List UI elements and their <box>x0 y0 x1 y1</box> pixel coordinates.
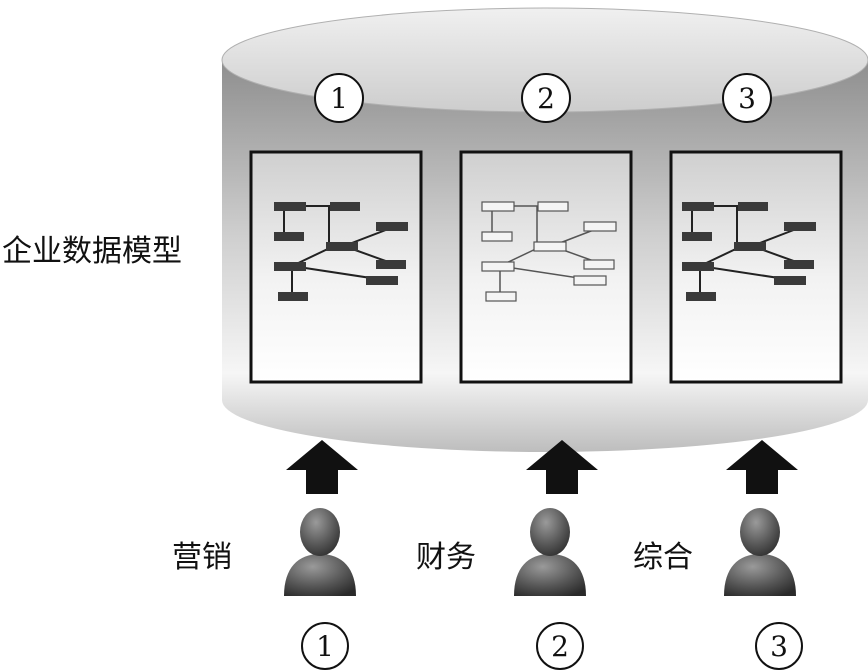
model-panel-3 <box>669 150 843 384</box>
svg-text:3: 3 <box>738 82 756 115</box>
model-panel-1 <box>249 150 423 384</box>
svg-text:1: 1 <box>330 82 348 115</box>
up-arrow-icon <box>286 440 358 494</box>
model-number-1: 1 <box>314 73 364 123</box>
department-number-1: 1 <box>301 622 349 670</box>
department-label-marketing: 营销 <box>172 540 232 575</box>
person-icon <box>284 508 356 596</box>
model-panel-2 <box>459 150 633 384</box>
department-label-general: 综合 <box>633 540 693 575</box>
enterprise-data-model-label: 企业数据模型 <box>2 234 182 269</box>
model-number-3: 3 <box>722 73 772 123</box>
person-icon <box>514 508 586 596</box>
svg-text:2: 2 <box>537 82 555 115</box>
model-number-2: 2 <box>521 73 571 123</box>
up-arrow-icon <box>726 440 798 494</box>
department-number-3: 3 <box>755 622 803 670</box>
department-label-finance: 财务 <box>416 540 476 575</box>
svg-text:1: 1 <box>316 630 334 663</box>
svg-text:2: 2 <box>551 630 569 663</box>
person-icon <box>724 508 796 596</box>
department-number-2: 2 <box>536 622 584 670</box>
svg-text:3: 3 <box>770 630 788 663</box>
